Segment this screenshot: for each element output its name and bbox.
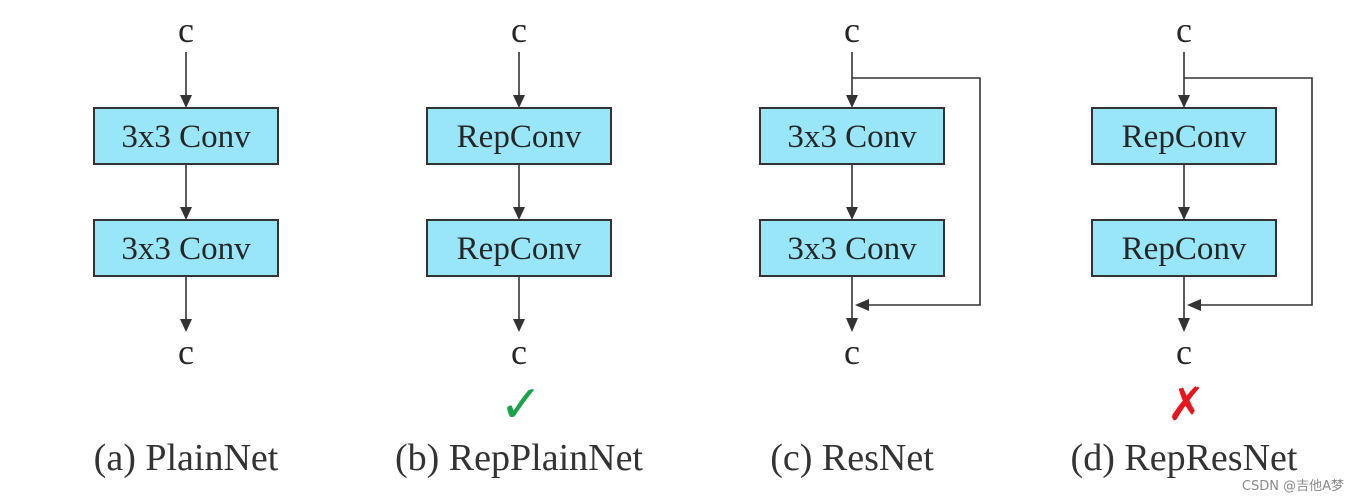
middle-arrow-head <box>846 207 858 220</box>
conv-block-2 <box>759 219 945 277</box>
output-label: c <box>178 332 194 372</box>
input-label: c <box>1176 10 1192 50</box>
middle-arrow-head <box>1178 207 1190 220</box>
middle-arrow-head <box>180 207 192 220</box>
csdn-watermark: CSDN @吉他A梦 <box>1241 479 1344 494</box>
output-label: c <box>511 332 527 372</box>
panel-caption: (d) RepResNet <box>1071 437 1298 479</box>
conv-block-2-label: 3x3 Conv <box>121 231 251 267</box>
conv-block-1-label: 3x3 Conv <box>121 119 251 155</box>
panel-caption: (b) RepPlainNet <box>395 437 643 479</box>
output-arrow-head <box>1178 318 1190 332</box>
skip-connection-head <box>855 299 869 311</box>
skip-connection-head <box>1187 299 1201 311</box>
input-label: c <box>511 10 527 50</box>
input-label: c <box>844 10 860 50</box>
output-arrow-head <box>513 319 525 332</box>
output-arrow-head <box>180 319 192 332</box>
input-arrow-head <box>180 95 192 108</box>
conv-block-2-label: RepConv <box>1122 231 1247 267</box>
panel-1: c 3x3 Conv 3x3 Conv c (a) PlainNet <box>93 10 279 479</box>
conv-block-1-label: 3x3 Conv <box>787 119 917 155</box>
input-arrow-head <box>846 95 858 108</box>
skip-connection <box>852 77 981 306</box>
output-label: c <box>844 332 860 372</box>
conv-block-1-label: RepConv <box>1122 119 1247 155</box>
skip-connection <box>1184 77 1313 306</box>
output-label: c <box>1176 332 1192 372</box>
input-label: c <box>178 10 194 50</box>
conv-block-2 <box>426 219 612 277</box>
conv-block-1-label: RepConv <box>457 119 582 155</box>
panel-caption: (c) ResNet <box>770 437 934 479</box>
conv-block-2 <box>93 219 279 277</box>
panel-3: c 3x3 Conv 3x3 Conv c (c) ResNet <box>759 10 981 479</box>
conv-block-1 <box>426 107 612 165</box>
input-arrow-head <box>513 95 525 108</box>
cross-mark-icon: ✗ <box>1167 377 1206 431</box>
conv-block-1 <box>759 107 945 165</box>
panel-caption: (a) PlainNet <box>94 437 279 479</box>
middle-arrow-head <box>513 207 525 220</box>
check-mark-icon: ✓ <box>499 375 543 435</box>
conv-block-1 <box>1091 107 1277 165</box>
conv-block-2-label: 3x3 Conv <box>787 231 917 267</box>
input-arrow-head <box>1178 95 1190 108</box>
output-arrow-head <box>846 318 858 332</box>
conv-block-2-label: RepConv <box>457 231 582 267</box>
